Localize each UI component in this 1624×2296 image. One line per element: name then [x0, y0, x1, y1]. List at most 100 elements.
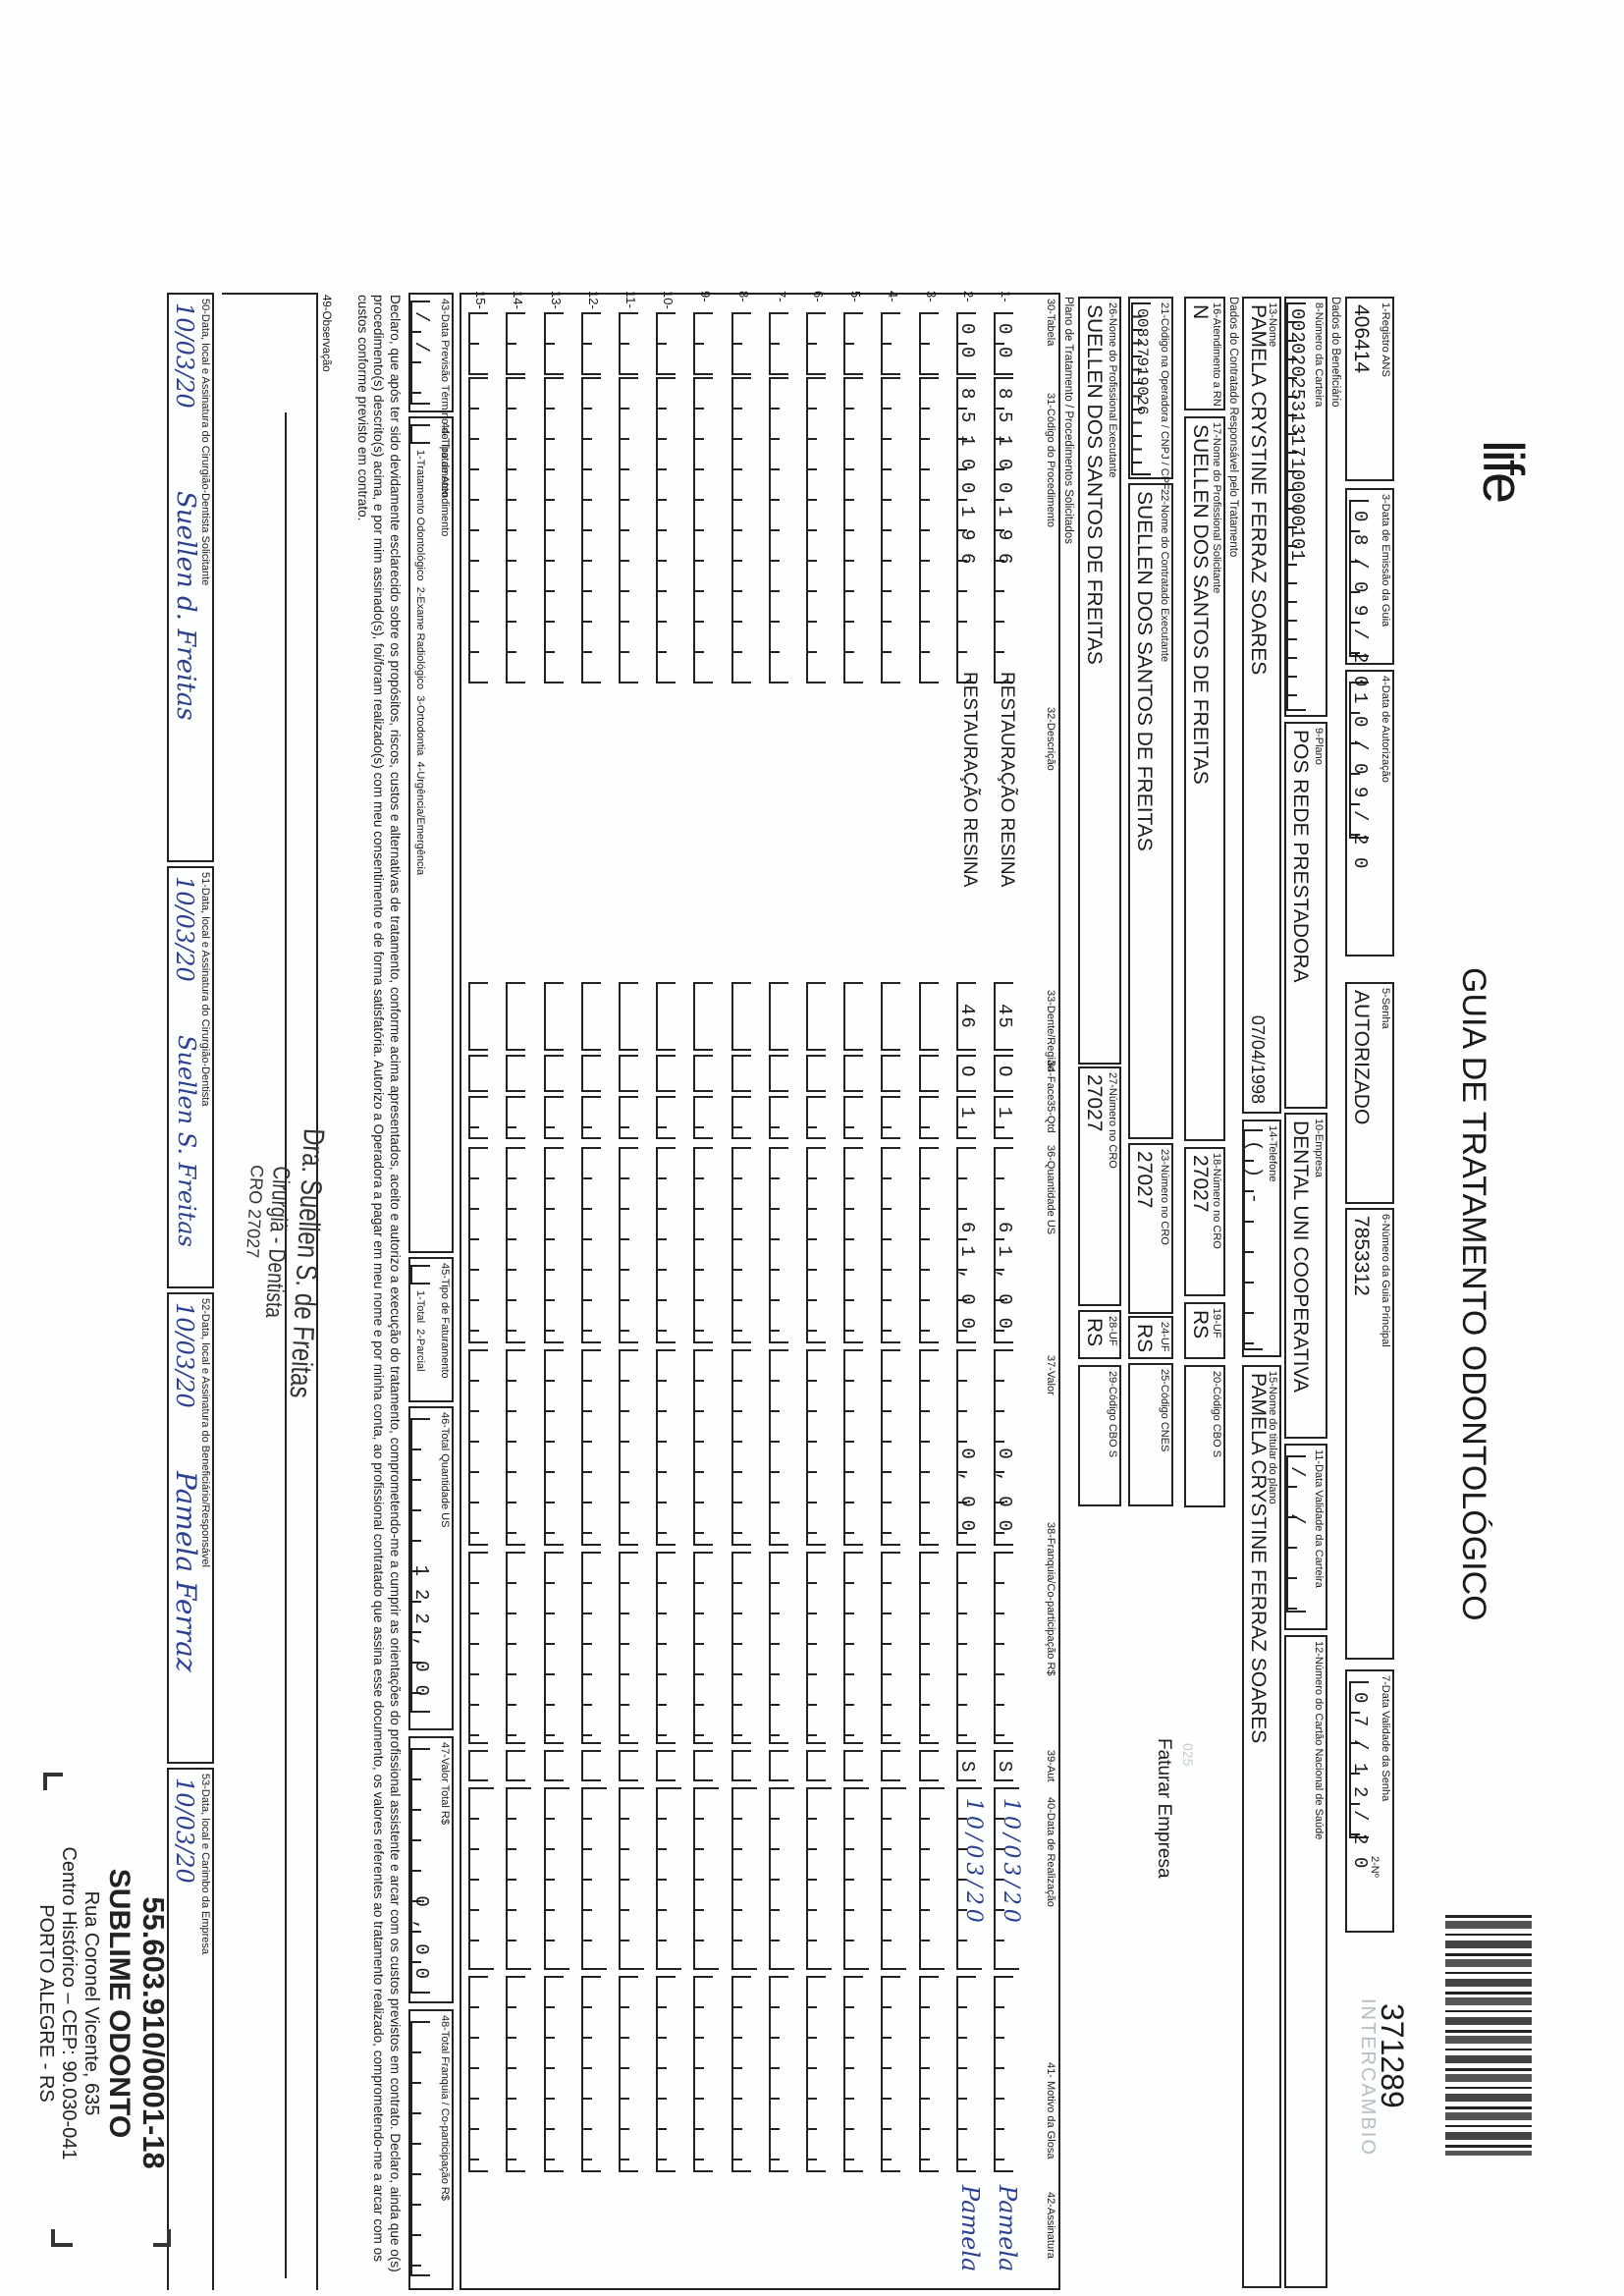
cell-franquia [768, 1552, 788, 1744]
cell-motivo-glosa [619, 1976, 638, 2172]
cell-face [506, 1055, 526, 1092]
cell-aut [731, 1750, 751, 1781]
cell-aut [918, 1750, 939, 1781]
cell-face: O [955, 1055, 978, 1092]
cell-aut: S [994, 1750, 1015, 1784]
cell-tabela [768, 312, 788, 375]
header-us: 36-Quantidade US [1045, 1145, 1056, 1235]
field-label: 25-Código CNES [1159, 1369, 1170, 1452]
procedures-table: 30-Tabela 31-Código do Procedimento 32-D… [460, 291, 1060, 2290]
cell-assinatura: Pamela [994, 2185, 1021, 2272]
field-label: 17-Nome do Profissional Solicitante [1211, 422, 1222, 594]
field-value: SUELLEN DOS SANTOS DE FREITAS [1083, 304, 1106, 665]
field-value: 0,00 [410, 1748, 432, 1994]
cell-franquia [693, 1552, 714, 1744]
cell-aut [693, 1750, 714, 1781]
row-number: 7- [773, 291, 788, 302]
header-aut: 39-Aut [1045, 1750, 1056, 1782]
header-codigo: 31-Código do Procedimento [1045, 393, 1056, 527]
cell-valor [580, 1349, 601, 1546]
header-tabela: 30-Tabela [1045, 299, 1056, 347]
cell-aut [468, 1750, 489, 1781]
field-cbos-solicitante: 20-Código CBO S [1184, 1365, 1225, 1507]
cell-dente [468, 982, 489, 1051]
cell-qtd [918, 1096, 939, 1139]
table-row: 6- [800, 291, 836, 2288]
field-value [410, 2021, 430, 2276]
signature-beneficiario: 52-Data, local e Assinatura do Beneficiá… [167, 1292, 214, 1764]
field-label: 28-UF [1107, 1316, 1118, 1346]
cell-valor [768, 1349, 788, 1546]
field-label: 18-Número no CRO [1211, 1153, 1222, 1249]
cell-quantidade-us [918, 1147, 939, 1343]
checkbox-tipo-faturamento[interactable] [410, 1265, 430, 1285]
cell-franquia [994, 1552, 1013, 1744]
header-qtd: 35-Qtd [1045, 1100, 1056, 1133]
cell-assinatura: Pamela [955, 2185, 984, 2272]
cell-franquia [543, 1552, 564, 1744]
cell-dente [918, 982, 939, 1051]
field-valor-total: 47-Valor Total R$0,00 [408, 1736, 454, 2003]
table-row: 5- [838, 291, 873, 2288]
cell-codigo [468, 377, 489, 683]
cell-franquia [806, 1552, 826, 1744]
field-label: 3-Data de Emissão da Guia [1380, 494, 1391, 628]
field-value: SUELLEN DOS SANTOS DE FREITAS [1133, 491, 1156, 851]
cell-face [881, 1055, 901, 1092]
field-label: 50-Data, local e Assinatura do Cirurgião… [199, 299, 211, 586]
cell-codigo [693, 377, 714, 683]
field-label: 10-Empresa [1313, 1119, 1325, 1177]
cell-codigo [768, 377, 788, 683]
life-logo: life [1471, 440, 1535, 502]
cell-qtd [693, 1096, 714, 1139]
cell-face [693, 1055, 714, 1092]
cell-qtd [843, 1096, 864, 1139]
cell-descricao: RESTAURAÇÃO RESINA [958, 672, 980, 888]
cell-motivo-glosa [768, 1976, 788, 2172]
field-label: 27-Número no CRO [1107, 1072, 1118, 1169]
birth-date: 07/04/1998 [1248, 1014, 1268, 1104]
field-telefone: 14-Telefone( ) - [1242, 1120, 1281, 1357]
cell-tabela [580, 312, 601, 375]
row-number: 3- [923, 291, 939, 302]
row-number: 6- [811, 291, 826, 302]
cell-valor [619, 1349, 638, 1546]
field-value: SUELLEN DOS SANTOS DE FREITAS [1189, 424, 1212, 785]
cell-quantidade-us [506, 1147, 526, 1343]
cell-qtd [619, 1096, 638, 1139]
cell-codigo [731, 377, 751, 683]
cell-data-realizacao [731, 1787, 757, 1970]
field-value: RS [1189, 1310, 1212, 1339]
cell-aut [543, 1750, 564, 1781]
cell-aut [619, 1750, 638, 1781]
cell-quantidade-us: 61,00 [994, 1147, 1015, 1343]
field-label: 23-Número no CRO [1159, 1149, 1170, 1245]
cell-valor [918, 1349, 939, 1546]
cell-valor [506, 1349, 526, 1546]
cell-motivo-glosa [580, 1976, 601, 2172]
cell-quantidade-us [843, 1147, 864, 1343]
field-label: 51-Data, local e Assinatura do Cirurgião… [199, 872, 211, 1107]
intercambio-stamp: INTERCAMBIO [1357, 1998, 1379, 2157]
cell-codigo: 85100196 [994, 377, 1015, 683]
cell-quantidade-us [468, 1147, 489, 1343]
cell-valor [731, 1349, 751, 1546]
cell-motivo-glosa [955, 1976, 976, 2172]
billing-note: Faturar Empresa [1154, 1738, 1174, 1879]
cell-motivo-glosa [543, 1976, 564, 2172]
cell-franquia [656, 1552, 677, 1744]
cell-descricao: RESTAURAÇÃO RESINA [997, 672, 1017, 888]
field-label: 26-Nome do Profissional Executante [1107, 302, 1118, 478]
cell-qtd [468, 1096, 489, 1139]
checkbox-tipo-atendimento[interactable] [410, 424, 430, 444]
cell-codigo [580, 377, 601, 683]
cell-tabela [843, 312, 864, 375]
table-row: 10- [650, 291, 685, 2288]
